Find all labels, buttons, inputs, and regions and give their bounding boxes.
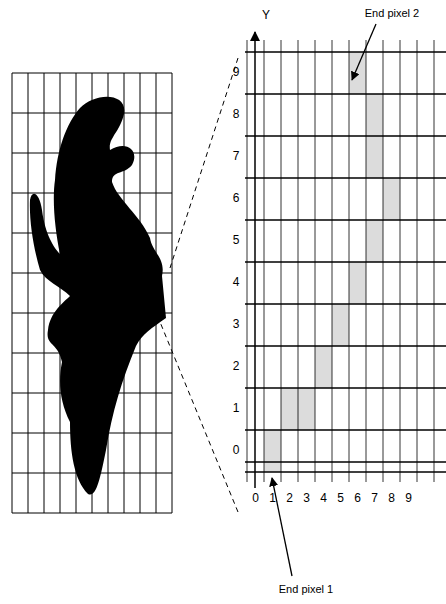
axis-tick: 6 bbox=[233, 192, 240, 205]
grid-line bbox=[28, 73, 29, 513]
lit-pixel bbox=[264, 430, 281, 472]
axis-tick: 4 bbox=[320, 492, 327, 505]
grid-line bbox=[60, 73, 61, 513]
lit-pixel bbox=[383, 178, 400, 220]
source-grid bbox=[12, 73, 172, 513]
grid-line bbox=[247, 40, 248, 482]
leader-arrow bbox=[352, 24, 376, 80]
axis-tick: 9 bbox=[233, 66, 240, 79]
grid-line bbox=[245, 387, 446, 388]
lit-pixel bbox=[366, 220, 383, 262]
grid-line bbox=[12, 73, 172, 74]
grid-line bbox=[245, 93, 446, 94]
axis-tick: 0 bbox=[252, 492, 259, 505]
character-blob bbox=[30, 97, 166, 495]
axis-tick: 4 bbox=[233, 276, 240, 289]
callout-label: End pixel 1 bbox=[278, 583, 334, 595]
grid-line bbox=[245, 345, 446, 346]
grid-line bbox=[400, 40, 401, 482]
axis-tick: 8 bbox=[233, 108, 240, 121]
grid-line bbox=[12, 513, 172, 514]
axis-tick: 0 bbox=[233, 444, 240, 457]
axis-tick: 7 bbox=[233, 150, 240, 163]
grid-line bbox=[298, 40, 299, 482]
callout-label: End pixel 2 bbox=[364, 7, 420, 19]
grid-line bbox=[332, 40, 333, 482]
x-axis bbox=[245, 461, 446, 463]
axis-tick: 6 bbox=[354, 492, 361, 505]
axis-name: Y bbox=[262, 9, 270, 22]
zoom-grid bbox=[245, 40, 446, 482]
axis-tick: 2 bbox=[233, 360, 240, 373]
axis-tick: 5 bbox=[233, 234, 240, 247]
lit-pixel bbox=[366, 94, 383, 136]
lit-pixel bbox=[349, 262, 366, 304]
lit-pixel bbox=[281, 388, 298, 430]
lit-pixel bbox=[349, 52, 366, 94]
axis-tick: 1 bbox=[233, 402, 240, 415]
grid-line bbox=[281, 40, 282, 482]
lit-pixel bbox=[332, 304, 349, 346]
grid-line bbox=[245, 261, 446, 262]
grid-line bbox=[245, 135, 446, 136]
y-axis bbox=[254, 32, 256, 488]
grid-line bbox=[417, 40, 418, 482]
grid-line bbox=[245, 471, 446, 472]
zoom-guide bbox=[160, 322, 238, 512]
grid-line bbox=[245, 51, 446, 52]
axis-tick: 5 bbox=[337, 492, 344, 505]
grid-line bbox=[315, 40, 316, 482]
lit-pixel bbox=[315, 346, 332, 388]
grid-line bbox=[172, 73, 173, 513]
grid-line bbox=[349, 40, 350, 482]
grid-line bbox=[245, 219, 446, 220]
axis-tick: 8 bbox=[388, 492, 395, 505]
axis-tick: 3 bbox=[303, 492, 310, 505]
grid-line bbox=[245, 177, 446, 178]
grid-line bbox=[383, 40, 384, 482]
grid-line bbox=[264, 40, 265, 482]
grid-line bbox=[245, 429, 446, 430]
grid-line bbox=[434, 40, 435, 482]
lit-pixel bbox=[366, 136, 383, 178]
zoom-guide bbox=[170, 58, 238, 268]
axis-tick: 1 bbox=[269, 492, 276, 505]
axis-tick: 9 bbox=[405, 492, 412, 505]
grid-line bbox=[12, 73, 13, 513]
axis-tick: 2 bbox=[286, 492, 293, 505]
lit-pixel bbox=[298, 388, 315, 430]
grid-line bbox=[366, 40, 367, 482]
grid-line bbox=[245, 303, 446, 304]
grid-line bbox=[44, 73, 45, 513]
axis-tick: 3 bbox=[233, 318, 240, 331]
axis-tick: 7 bbox=[371, 492, 378, 505]
